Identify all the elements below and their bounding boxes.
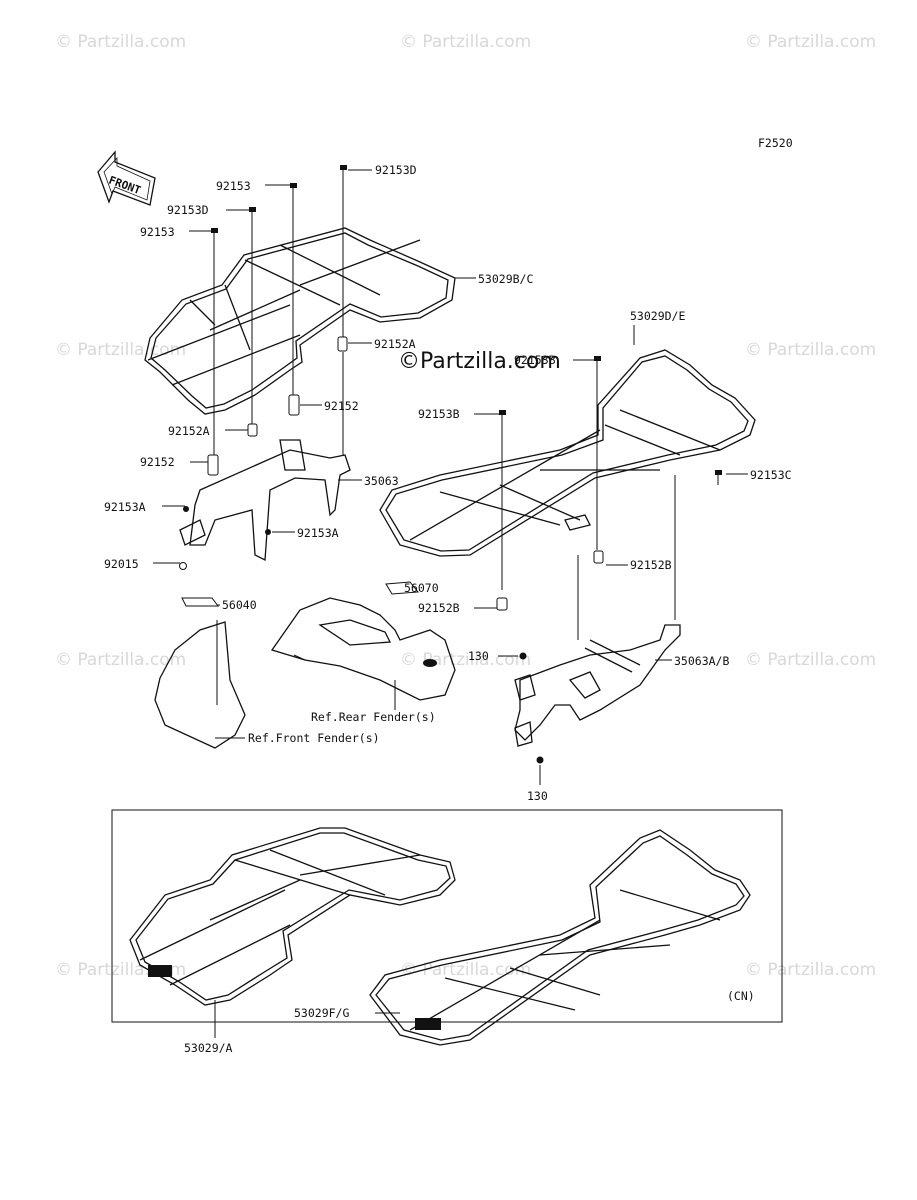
part-label: 53029/A: [184, 1041, 233, 1055]
part-label: 92153B: [514, 353, 556, 367]
part-label: 56040: [222, 598, 257, 612]
part-label: 92153D: [167, 203, 209, 217]
front-rack-53029BC: [144, 227, 456, 415]
part-label: 53029B/C: [478, 272, 533, 286]
rear-rack-53029DE: [379, 349, 756, 557]
part-label: 92152A: [374, 337, 416, 351]
watermark: © Partzilla.com: [55, 340, 186, 360]
rack-53029A: [129, 827, 456, 1038]
part-label: 92152: [324, 399, 359, 413]
part-label: 92153A: [297, 526, 339, 540]
ref-front-fender: Ref.Front Fender(s): [248, 731, 380, 745]
rear-bracket-35063AB: [498, 624, 681, 785]
rear-fender: [270, 581, 456, 710]
watermark: © Partzilla.com: [745, 650, 876, 670]
part-label: 92152A: [168, 424, 210, 438]
watermark: © Partzilla.com: [400, 650, 531, 670]
part-label: 92152B: [630, 558, 672, 572]
part-label: 35063: [364, 474, 399, 488]
part-label: 130: [468, 649, 489, 663]
part-label: 92153A: [104, 500, 146, 514]
watermark: © Partzilla.com: [745, 340, 876, 360]
watermark: © Partzilla.com: [745, 32, 876, 52]
part-label: 92152: [140, 455, 175, 469]
part-label: 92152B: [418, 601, 460, 615]
part-label: 92153: [216, 179, 251, 193]
front-bracket-35063: [179, 439, 351, 570]
watermark: © Partzilla.com: [55, 32, 186, 52]
watermark: © Partzilla.com: [745, 960, 876, 980]
front-arrow-icon: FRONT: [97, 150, 156, 206]
bolt-icon: [211, 165, 347, 260]
part-label: 56070: [404, 581, 439, 595]
center-watermark: ©Partzilla.com: [398, 349, 561, 374]
part-label: 53029D/E: [630, 309, 685, 323]
part-labels: 92153 92153D 92153D 92153 53029B/C 92152…: [104, 163, 792, 1055]
part-label: 35063A/B: [674, 654, 729, 668]
watermark: © Partzilla.com: [400, 960, 531, 980]
part-label: 92153D: [375, 163, 417, 177]
part-label: 53029F/G: [294, 1006, 349, 1020]
cn-variant-box: [111, 809, 783, 1023]
part-label: 92153B: [418, 407, 460, 421]
part-label: 92153: [140, 225, 175, 239]
part-label: 92015: [104, 557, 139, 571]
watermark: © Partzilla.com: [55, 650, 186, 670]
region-label: (CN): [727, 989, 755, 1003]
part-label: 92153C: [750, 468, 792, 482]
part-label: 130: [527, 789, 548, 803]
front-fender: [154, 597, 246, 749]
rack-53029FG: [369, 829, 751, 1046]
watermark: © Partzilla.com: [400, 32, 531, 52]
ref-rear-fender: Ref.Rear Fender(s): [311, 710, 436, 724]
diagram-code: F2520: [758, 136, 793, 150]
